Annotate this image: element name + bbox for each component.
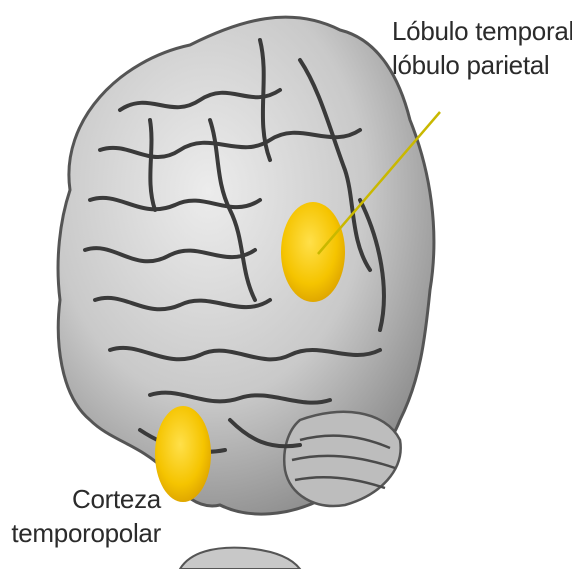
temporopolar-spot (155, 406, 211, 502)
label-temporal-parietal-line1: Lóbulo temporal/ (392, 14, 572, 48)
label-temporopolar: Corteza temporopolar (8, 482, 161, 550)
label-temporopolar-line1: Corteza (8, 482, 161, 516)
lower-brain-partial (180, 548, 300, 569)
label-temporal-parietal: Lóbulo temporal/ lóbulo parietal (392, 14, 572, 82)
label-temporal-parietal-line2: lóbulo parietal (392, 48, 572, 82)
temporal-parietal-spot (281, 202, 345, 302)
label-temporopolar-line2: temporopolar (8, 516, 161, 550)
